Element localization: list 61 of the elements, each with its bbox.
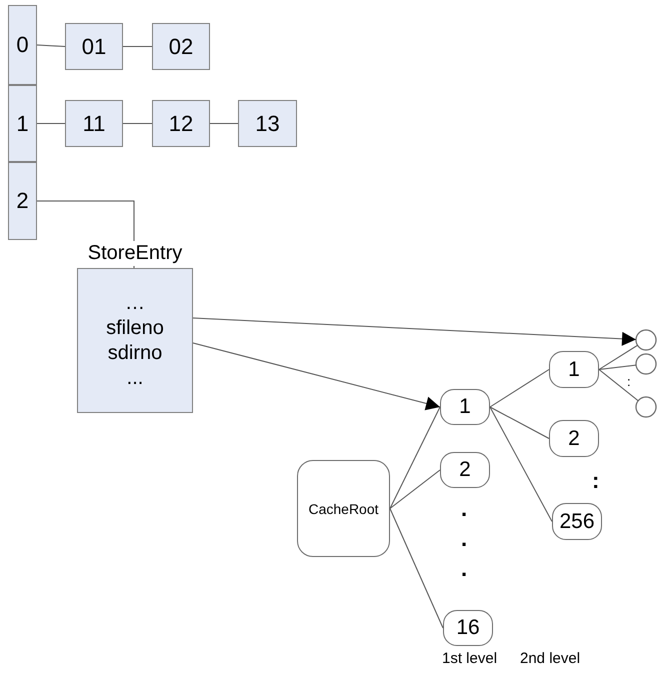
- file-circle: [635, 353, 657, 375]
- ellipsis-mark: .: [461, 496, 468, 522]
- connector-line: [122, 123, 152, 124]
- node-label: 2: [568, 426, 580, 450]
- node-label: 16: [456, 616, 480, 640]
- node-label: CacheRoot: [308, 500, 379, 516]
- array-cell: [8, 162, 37, 240]
- array-cell: [152, 23, 210, 70]
- ellipsis-mark: .: [461, 556, 468, 582]
- box-heading: StoreEntry: [86, 241, 184, 266]
- directory-node: [549, 351, 599, 388]
- ellipsis-mark: .: [461, 526, 468, 552]
- node-label: 2: [459, 458, 471, 482]
- connector-line: [490, 406, 550, 439]
- directory-node: [440, 389, 490, 425]
- array-cell: [65, 23, 123, 70]
- field-name: ...: [126, 366, 144, 390]
- connector-line: [390, 470, 440, 509]
- array-cell: [238, 100, 297, 147]
- node-label: 02: [168, 34, 194, 60]
- connector-line: [122, 46, 152, 47]
- directory-node: [552, 503, 602, 540]
- level-label: 2nd level: [520, 650, 580, 667]
- directory-node: [440, 452, 490, 488]
- ellipsis-mark: :: [627, 374, 631, 389]
- array-cell: [65, 100, 123, 147]
- connector-line: [36, 123, 66, 124]
- field-name: sdirno: [108, 340, 162, 366]
- connector-line: [598, 364, 637, 370]
- arrow: [192, 342, 440, 410]
- node-label: 2: [16, 188, 29, 214]
- node-label: 01: [82, 34, 106, 60]
- connector-line: [490, 406, 552, 522]
- connector-line: [390, 508, 444, 628]
- node-label: 1: [16, 110, 29, 136]
- ellipsis-mark: :: [592, 468, 600, 494]
- field-name: sfileno: [106, 316, 164, 340]
- arrow: [192, 318, 636, 346]
- connector-line: [390, 406, 440, 509]
- level-label: 1st level: [442, 650, 498, 667]
- file-circle: [635, 329, 657, 351]
- field-name: …: [125, 290, 145, 316]
- node-label: 1: [568, 358, 580, 382]
- node-label: 1: [459, 395, 471, 419]
- array-cell: [152, 100, 210, 147]
- directory-node: [549, 420, 599, 457]
- connector-line: [490, 369, 550, 408]
- node-label: 13: [255, 110, 280, 136]
- connector-line: [210, 123, 238, 124]
- file-circle: [635, 396, 657, 418]
- node-label: 12: [168, 110, 194, 136]
- array-cell: [8, 85, 37, 162]
- connector-line: [598, 344, 638, 370]
- array-cell: [8, 5, 37, 85]
- node-label: 0: [16, 32, 29, 58]
- directory-node: [297, 460, 390, 557]
- directory-node: [443, 610, 493, 646]
- connector-line: [598, 369, 639, 402]
- connector-line: [36, 44, 66, 47]
- node-label: 256: [559, 510, 595, 534]
- node-label: 11: [82, 110, 106, 136]
